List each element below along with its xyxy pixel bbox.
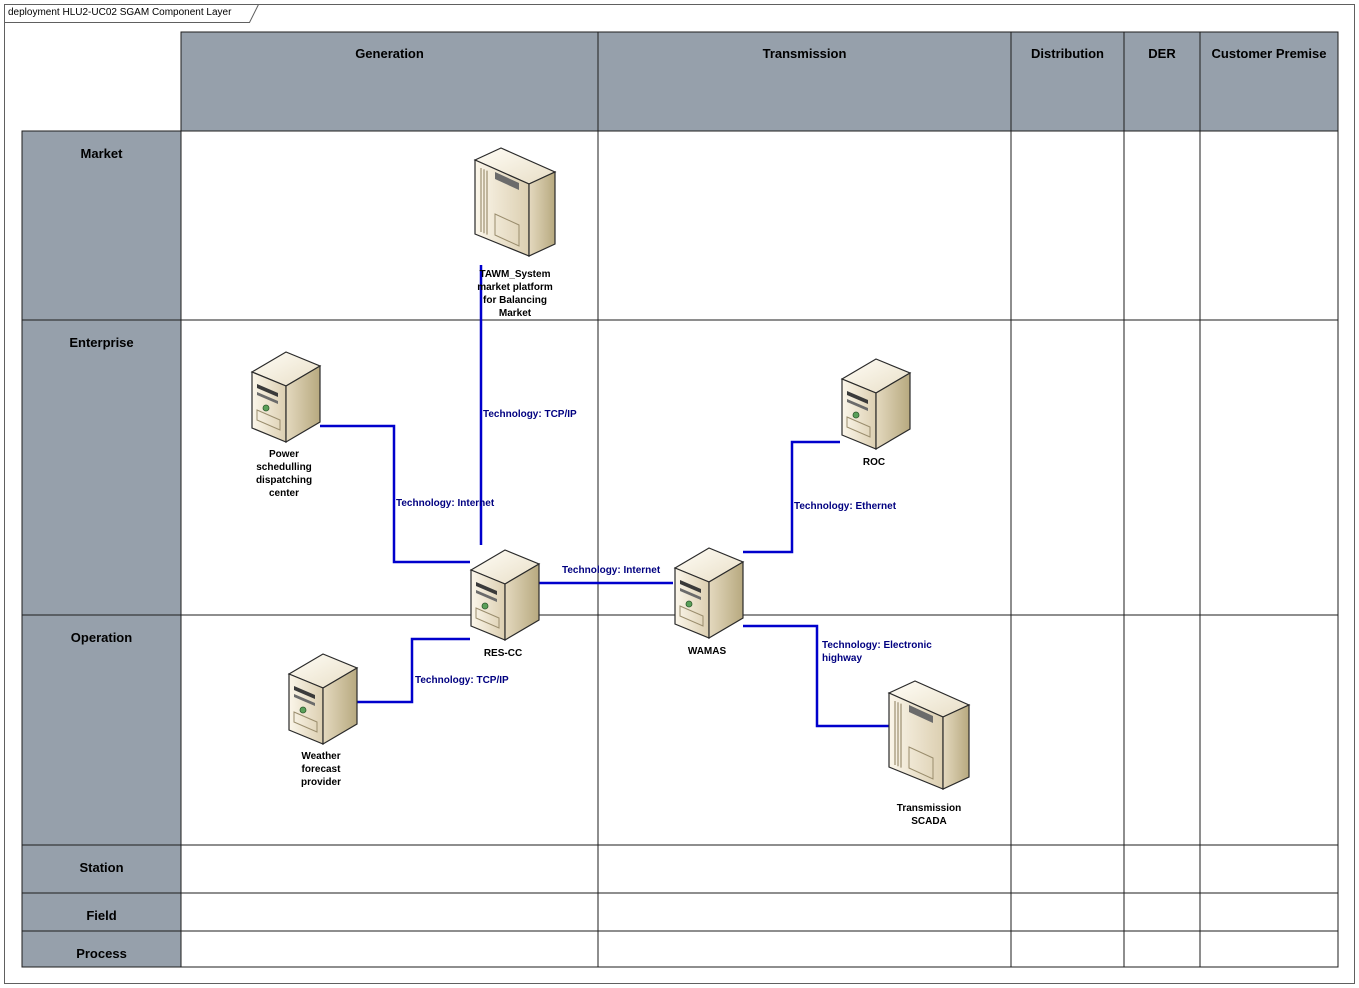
server-icon[interactable] bbox=[250, 351, 322, 444]
node-label-line: forecast bbox=[302, 764, 342, 775]
domain-header-customer-premise bbox=[1199, 31, 1339, 132]
node-label-line: WAMAS bbox=[688, 646, 727, 657]
node-label: Weather forecast provider bbox=[301, 751, 341, 788]
node-rescc[interactable]: RES-CC bbox=[469, 549, 541, 659]
node-label-line: Market bbox=[499, 308, 532, 319]
node-label-line: Power bbox=[269, 449, 299, 460]
connector-label: Technology: TCP/IP bbox=[483, 409, 577, 420]
zone-header-enterprise bbox=[21, 319, 182, 616]
domain-header-der bbox=[1123, 31, 1201, 132]
title-tab-outline bbox=[4, 4, 260, 23]
connector-label-line: Technology: TCP/IP bbox=[415, 675, 509, 686]
connector-label: Technology: Internet bbox=[396, 498, 495, 509]
node-wamas[interactable]: WAMAS bbox=[673, 547, 745, 657]
connector-label: Technology: Internet bbox=[562, 565, 661, 576]
connector-label: Technology: Ethernet bbox=[794, 501, 897, 512]
node-label-line: provider bbox=[301, 777, 341, 788]
node-label-line: for Balancing bbox=[483, 295, 547, 306]
node-label-line: center bbox=[269, 488, 299, 499]
connector-line[interactable] bbox=[320, 424, 470, 564]
connector-line[interactable] bbox=[743, 440, 840, 554]
connector-tawm-rescc[interactable]: Technology: TCP/IP bbox=[479, 265, 577, 545]
connector-label-line: Technology: Electronic bbox=[822, 640, 932, 651]
node-label: RES-CC bbox=[484, 648, 522, 659]
connector-label-line: highway bbox=[822, 653, 862, 664]
node-label-line: RES-CC bbox=[484, 648, 522, 659]
domain-label-customer-premise: Customer Premise bbox=[1212, 46, 1327, 61]
connector-power-rescc[interactable]: Technology: Internet bbox=[320, 424, 495, 564]
zone-label-operation: Operation bbox=[71, 630, 132, 645]
node-label-line: market platform bbox=[477, 282, 553, 293]
zone-header-station bbox=[21, 844, 182, 894]
domain-header-transmission bbox=[597, 31, 1012, 132]
domain-header-distribution bbox=[1010, 31, 1125, 132]
server-icon[interactable] bbox=[469, 549, 541, 642]
domain-label-transmission: Transmission bbox=[763, 46, 847, 61]
zone-header-market bbox=[21, 130, 182, 321]
node-label-line: ROC bbox=[863, 457, 885, 468]
connector-line[interactable] bbox=[356, 637, 470, 704]
node-label: WAMAS bbox=[688, 646, 727, 657]
diagram-frame bbox=[4, 4, 1355, 984]
node-power[interactable]: Power schedulling dispatching center bbox=[250, 351, 322, 499]
node-label-line: Transmission bbox=[897, 803, 961, 814]
connector-label-line: Technology: TCP/IP bbox=[483, 409, 577, 420]
connector-wamas-roc[interactable]: Technology: Ethernet bbox=[743, 440, 897, 554]
zone-label-station: Station bbox=[79, 860, 123, 875]
node-label-line: TAWM_System bbox=[480, 269, 551, 280]
diagram-title: deployment HLU2-UC02 SGAM Component Laye… bbox=[8, 7, 232, 18]
grid-body bbox=[180, 130, 1339, 968]
zone-label-market: Market bbox=[81, 146, 124, 161]
tower-server-icon[interactable] bbox=[473, 147, 557, 257]
connector-label: Technology: Electronic highway bbox=[822, 640, 932, 664]
connector-label-line: Technology: Internet bbox=[562, 565, 661, 576]
domain-label-distribution: Distribution bbox=[1031, 46, 1104, 61]
server-icon[interactable] bbox=[287, 653, 359, 746]
connector-label-line: Technology: Ethernet bbox=[794, 501, 897, 512]
node-label: Power schedulling dispatching center bbox=[256, 449, 312, 499]
domain-label-der: DER bbox=[1148, 46, 1176, 61]
connector-rescc-wamas[interactable]: Technology: Internet bbox=[539, 565, 673, 585]
domain-label-generation: Generation bbox=[355, 46, 424, 61]
zone-label-process: Process bbox=[76, 946, 127, 961]
zone-label-field: Field bbox=[86, 908, 116, 923]
tower-server-icon[interactable] bbox=[887, 680, 971, 790]
node-label-line: Weather bbox=[301, 751, 340, 762]
domain-header-generation bbox=[180, 31, 599, 132]
node-weather[interactable]: Weather forecast provider bbox=[287, 653, 359, 788]
zone-header-operation bbox=[21, 614, 182, 846]
connector-label-line: Technology: Internet bbox=[396, 498, 495, 509]
connector-line[interactable] bbox=[743, 624, 889, 728]
node-roc[interactable]: ROC bbox=[840, 358, 912, 468]
zone-label-enterprise: Enterprise bbox=[69, 335, 133, 350]
connector-wamas-scada[interactable]: Technology: Electronic highway bbox=[743, 624, 932, 728]
connector-weather-rescc[interactable]: Technology: TCP/IP bbox=[356, 637, 509, 704]
zone-header-process bbox=[21, 930, 182, 968]
server-icon[interactable] bbox=[673, 547, 745, 640]
node-label: ROC bbox=[863, 457, 885, 468]
connector-label: Technology: TCP/IP bbox=[415, 675, 509, 686]
node-label-line: SCADA bbox=[911, 816, 947, 827]
node-label-line: schedulling bbox=[256, 462, 312, 473]
server-icon[interactable] bbox=[840, 358, 912, 451]
node-label-line: dispatching bbox=[256, 475, 312, 486]
